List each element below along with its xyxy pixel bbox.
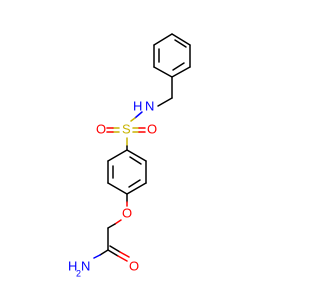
oxygen-label: O [122,205,132,220]
hydrogen-label: H [133,98,142,113]
oxygen-label: O [129,258,139,273]
bond [171,66,191,78]
bond [119,251,130,258]
benzyl-ring [153,33,191,78]
bond [126,149,147,162]
bond [109,245,121,253]
bond [93,254,101,259]
bond [99,249,109,256]
oxygen-label: O [147,121,157,136]
subscript-label: 2 [76,268,81,278]
hydrogen-label: H [68,258,77,273]
bond [107,182,128,195]
bond [114,219,122,225]
nitrogen-label: N [81,258,90,273]
bond [171,33,191,46]
bond [134,111,143,119]
bond [107,223,116,229]
aromatic-bond [174,39,187,48]
bond [107,249,119,257]
aromatic-bond [129,156,142,165]
aromatic-bond [172,62,185,71]
bond [130,117,136,122]
bond [153,33,173,46]
phenoxy-ring [107,149,147,195]
nitrogen-label: N [145,98,154,113]
structure-drawing: N H S O O O O H N 2 [68,33,191,278]
oxygen-label: O [96,121,106,136]
bond [107,149,128,162]
sulfur-label: S [122,121,131,136]
bond [157,97,173,107]
bond [153,66,173,78]
aromatic-bond [128,179,141,188]
bond [126,182,147,195]
bond [117,255,128,262]
molecule-diagram: N H S O O O O H N 2 [68,33,191,278]
